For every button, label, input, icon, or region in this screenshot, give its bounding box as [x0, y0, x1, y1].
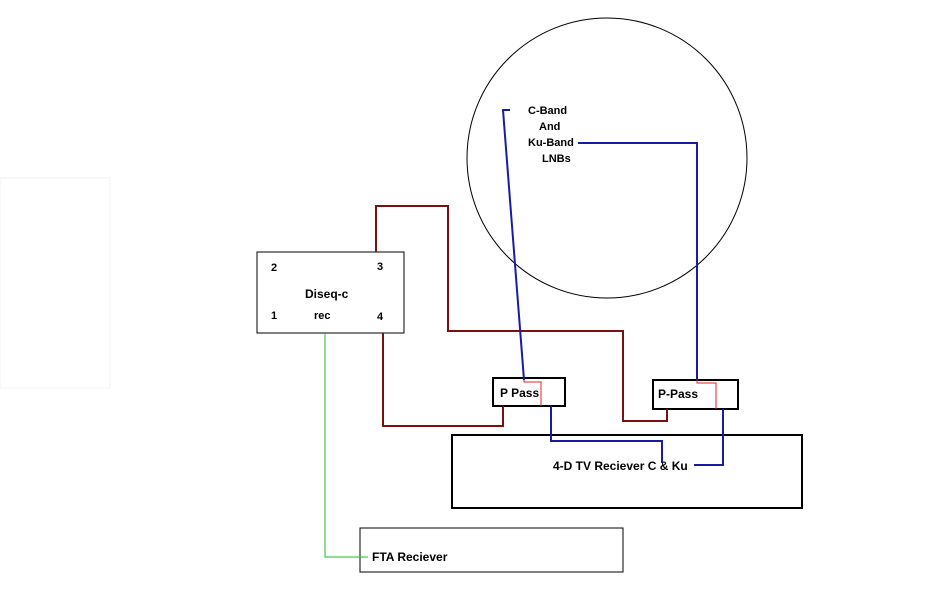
p-pass-left-box — [492, 377, 566, 407]
lnb-label-line-4: LNBs — [542, 153, 571, 165]
diseqc-port-2: 2 — [271, 262, 278, 274]
background-artifact — [0, 177, 111, 389]
receiver-4d-box — [451, 434, 803, 509]
satellite-dish-circle — [466, 17, 748, 299]
receiver-input-cable-right — [694, 409, 724, 466]
lnb-cable-c-band — [501, 109, 525, 381]
thin-feed-right — [696, 380, 717, 409]
fta-receiver-label: FTA Reciever — [372, 550, 448, 564]
p-pass-right-label: P-Pass — [658, 387, 699, 401]
diseqc-port-3: 3 — [377, 261, 384, 273]
diseqc-switch-box — [256, 251, 405, 334]
receiver-4d-label: 4-D TV Reciever C & Ku — [553, 459, 688, 473]
lnb-label-line-2: And — [539, 121, 561, 133]
diseqc-title: Diseq-c — [305, 287, 349, 301]
p-pass-left-label: P Pass — [500, 386, 540, 400]
diseqc-port-4: 4 — [377, 311, 384, 323]
lnb-label-line-1: C-Band — [528, 105, 568, 117]
diseqc-port-1: 1 — [271, 310, 278, 322]
lnb-label-line-3: Ku-Band — [528, 137, 574, 149]
diseqc-rec: rec — [314, 310, 331, 322]
fta-cable — [324, 333, 368, 558]
lnb-cable-ku-band — [578, 142, 698, 380]
fta-receiver-box — [359, 527, 624, 573]
receiver-input-cable-left — [550, 406, 663, 463]
coax-cable-port3 — [375, 205, 668, 422]
p-pass-right-box — [652, 379, 739, 410]
coax-cable-port4 — [382, 333, 504, 427]
